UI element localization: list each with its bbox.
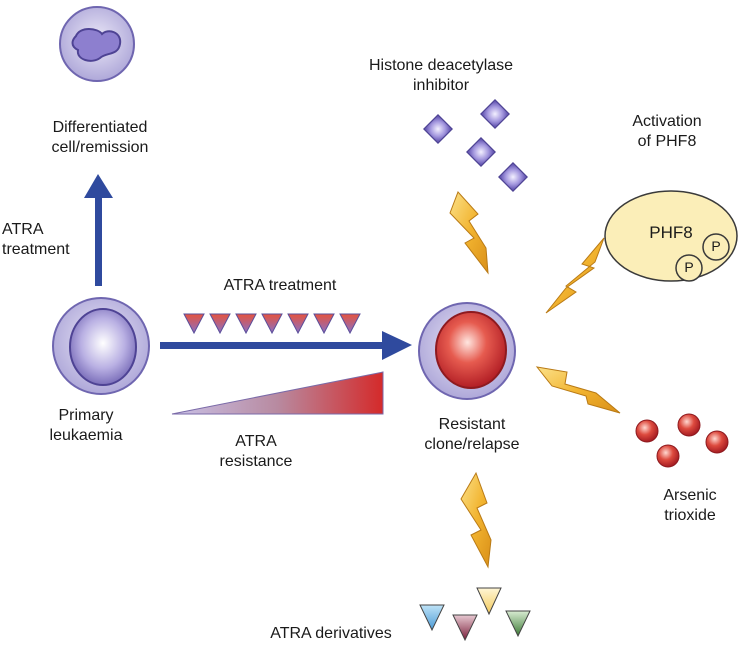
atra-derivative-triangles xyxy=(419,587,531,642)
label-primary-leukaemia: Primary leukaemia xyxy=(49,407,123,444)
atra-triangle xyxy=(209,313,231,335)
label-histone-inhibitor: Histone deacetylase inhibitor xyxy=(368,57,514,94)
derivative-triangle-green xyxy=(505,610,531,638)
atra-triangle xyxy=(339,313,361,335)
atra-treatment-triangles xyxy=(183,313,361,335)
label-resistant-clone: Resistant clone/relapse xyxy=(424,416,520,453)
hdac-diamond xyxy=(423,114,453,144)
label-differentiated: Differentiated cell/remission xyxy=(51,119,149,156)
label-arsenic-trioxide: Arsenic trioxide xyxy=(663,487,717,524)
differentiated-cell xyxy=(59,6,135,82)
hdac-diamond xyxy=(498,162,528,192)
atra-triangle xyxy=(313,313,335,335)
atra-vertical-arrow xyxy=(84,174,113,286)
atra-triangle xyxy=(261,313,283,335)
phospho-label: P xyxy=(684,259,694,275)
phf8-protein xyxy=(604,190,738,282)
primary-leukaemia-cell xyxy=(52,297,150,395)
atra-resistance-wedge xyxy=(171,371,384,415)
arsenic-ball xyxy=(705,430,729,454)
hdac-diamond xyxy=(480,99,510,129)
phospho-circle xyxy=(702,233,730,261)
label-atra-derivatives: ATRA derivatives xyxy=(270,625,392,642)
lightning-bolt-phf8 xyxy=(545,237,605,314)
label-atra-resistance: ATRA resistance xyxy=(219,433,293,470)
arsenic-ball xyxy=(656,444,680,468)
phospho-label: P xyxy=(711,238,721,254)
lightning-bolt-derivatives xyxy=(460,471,492,569)
atra-horizontal-arrow xyxy=(160,331,412,360)
derivative-triangle-maroon xyxy=(452,614,478,642)
phf8-label: PHF8 xyxy=(649,223,693,242)
derivative-triangle-yellow xyxy=(476,587,502,616)
lightning-bolt-hdac xyxy=(449,191,489,275)
lightning-bolt-arsenic xyxy=(535,366,621,414)
atra-triangle xyxy=(235,313,257,335)
hdac-inhibitor-diamonds xyxy=(423,99,528,192)
arsenic-trioxide-balls xyxy=(635,413,729,468)
label-atra-treatment-horizontal: ATRA treatment xyxy=(223,277,337,294)
arsenic-ball xyxy=(677,413,701,437)
derivative-triangle-blue xyxy=(419,604,445,632)
arsenic-ball xyxy=(635,419,659,443)
hdac-diamond xyxy=(466,137,496,167)
atra-triangle xyxy=(287,313,309,335)
label-atra-treatment-vertical: ATRA treatment xyxy=(2,221,70,258)
resistant-clone-cell xyxy=(418,302,516,400)
label-activation-phf8: Activation of PHF8 xyxy=(632,113,702,150)
atra-triangle xyxy=(183,313,205,335)
phospho-circle xyxy=(675,254,703,282)
